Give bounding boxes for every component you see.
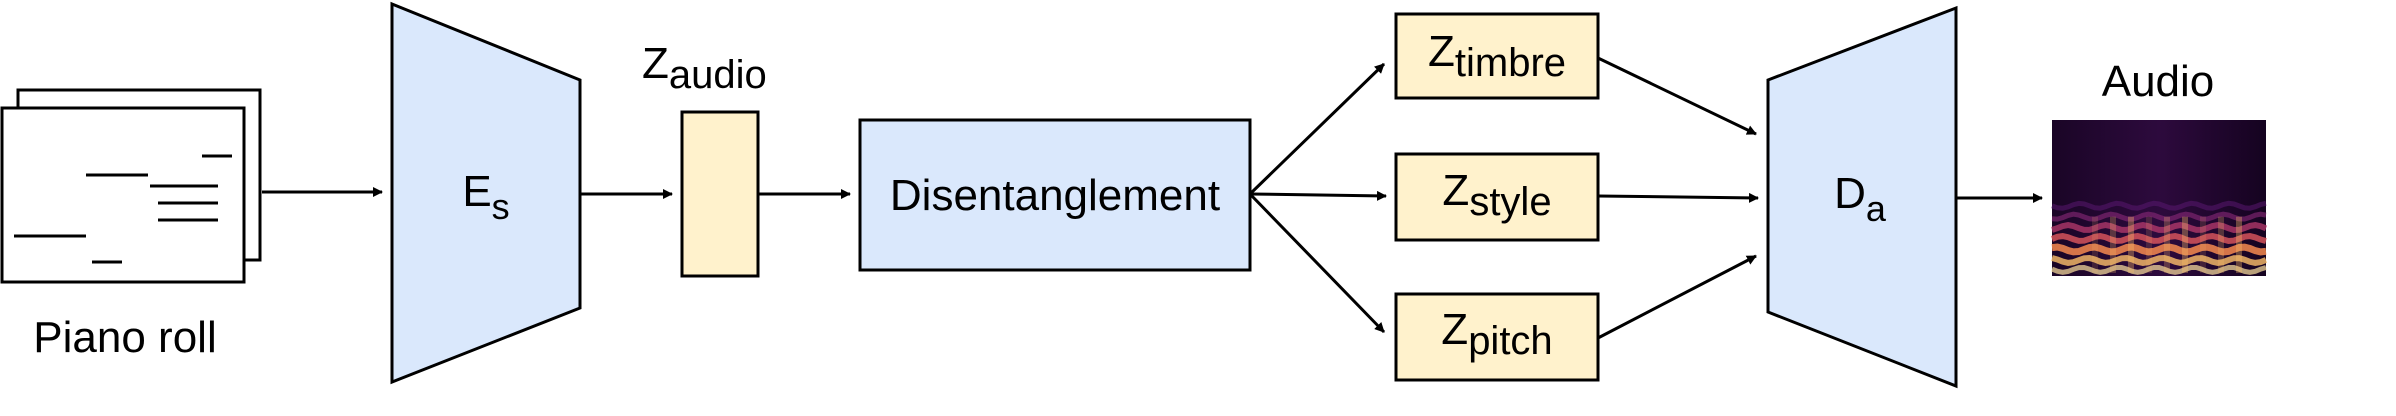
audio-label: Audio xyxy=(2102,57,2215,106)
arrow-ztimbre-to-decoder xyxy=(1597,56,1757,136)
audio-spectrogram-image xyxy=(2050,120,2268,276)
z-pitch-block xyxy=(1394,292,1600,382)
z-style-label-main: Z xyxy=(1442,166,1469,215)
disentanglement-label: Disentanglement xyxy=(890,171,1220,220)
arrow-disentanglement-to-ztimbre xyxy=(1248,62,1386,196)
z-pitch-label-main: Z xyxy=(1441,305,1468,354)
z-timbre-label: Ztimbre xyxy=(1428,27,1566,85)
piano-roll-front-sheet xyxy=(0,106,246,284)
z-timbre-label-main: Z xyxy=(1428,27,1455,76)
z-style-block xyxy=(1394,152,1600,242)
piano-roll-label: Piano roll xyxy=(33,313,216,362)
spectrogram-band xyxy=(2051,254,2268,266)
spectrogram-band xyxy=(2050,233,2267,245)
z-audio-label-sub: audio xyxy=(669,53,767,97)
arrow-disentanglement-to-zstyle xyxy=(1249,190,1387,201)
encoder-block xyxy=(390,1,582,385)
z-timbre-block xyxy=(1394,12,1600,100)
z-audio-label-main: Z xyxy=(642,39,669,88)
spectrogram-onset xyxy=(2128,216,2134,273)
spectrogram-band xyxy=(2051,243,2267,256)
spectrogram-band xyxy=(2051,200,2267,211)
spectrogram-band xyxy=(2051,211,2267,222)
piano-roll-icon xyxy=(0,88,262,284)
piano-roll-notes xyxy=(14,154,232,264)
disentanglement-block xyxy=(858,118,1252,272)
spectrogram-onset xyxy=(2236,216,2242,273)
spectrogram-onset xyxy=(2164,216,2170,273)
decoder-label-main: D xyxy=(1834,169,1866,218)
spectrogram-onset xyxy=(2200,216,2206,273)
spectrogram-onset xyxy=(2146,216,2152,273)
z-style-label-sub: style xyxy=(1469,180,1551,224)
z-timbre-label-sub: timbre xyxy=(1455,41,1566,85)
arrow-zstyle-to-decoder xyxy=(1597,192,1759,203)
decoder-block xyxy=(1766,5,1958,389)
spectrogram-onset xyxy=(2218,216,2224,273)
z-pitch-label: Zpitch xyxy=(1441,305,1552,363)
arrow-disentanglement-to-zpitch xyxy=(1248,192,1386,334)
spectrogram-onset xyxy=(2092,216,2098,273)
arrow-zpitch-to-decoder xyxy=(1597,254,1757,340)
z-style-label: Zstyle xyxy=(1442,166,1551,224)
encoder-label: Es xyxy=(462,167,509,227)
encoder-label-sub: s xyxy=(492,186,510,227)
spectrogram-onset xyxy=(2110,216,2116,273)
spectrogram-band xyxy=(2051,264,2267,275)
encoder-label-main: E xyxy=(462,167,491,216)
z-audio-label: Zaudio xyxy=(642,39,767,97)
z-audio-block xyxy=(680,110,760,278)
decoder-label-sub: a xyxy=(1866,188,1887,229)
z-pitch-label-sub: pitch xyxy=(1468,319,1553,363)
spectrogram-onset xyxy=(2182,216,2188,273)
decoder-label: Da xyxy=(1834,169,1887,229)
spectrogram-band xyxy=(2051,222,2268,234)
